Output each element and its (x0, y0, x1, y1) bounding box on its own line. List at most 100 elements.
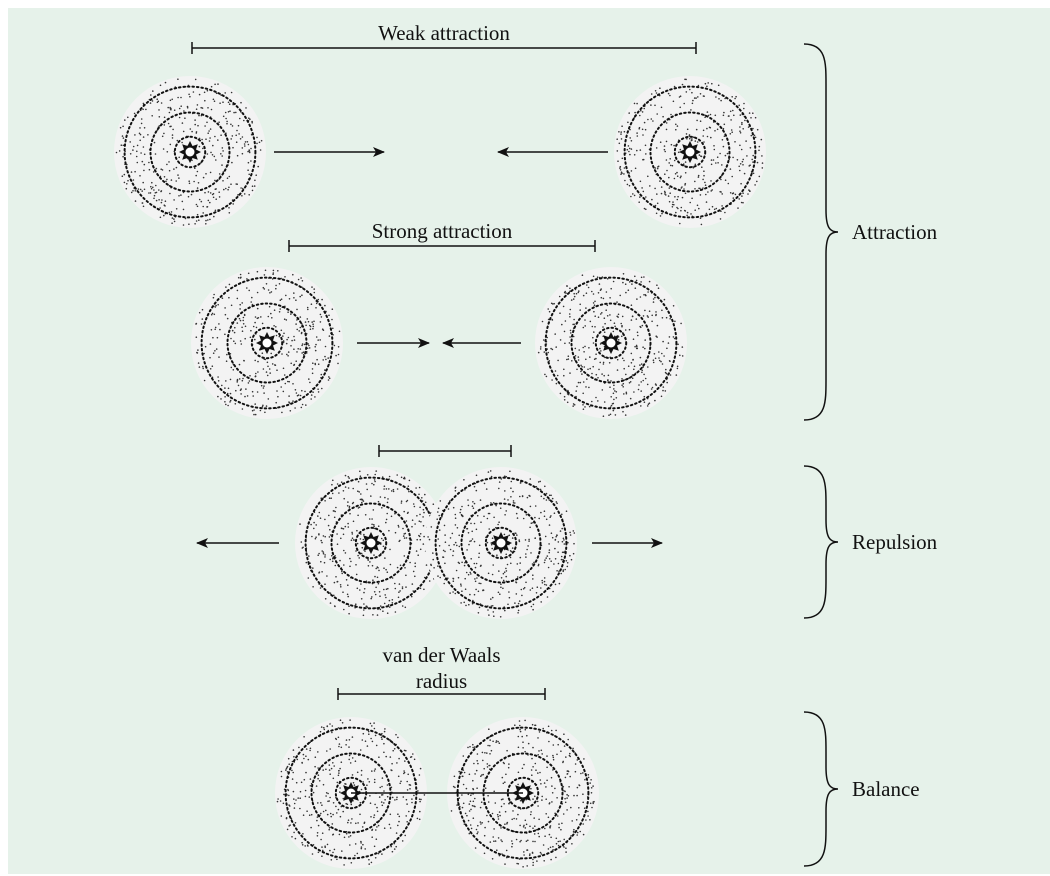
stipple-dot (217, 303, 219, 306)
stipple-dot (220, 398, 222, 400)
stipple-dot (188, 182, 191, 185)
stipple-dot (568, 786, 570, 788)
stipple-dot (519, 728, 521, 731)
stipple-dot (264, 358, 267, 361)
stipple-dot (656, 284, 658, 287)
stipple-dot (287, 355, 289, 357)
stipple-dot (293, 297, 295, 299)
stipple-dot (359, 475, 362, 478)
stipple-dot (568, 342, 571, 344)
stipple-dot (636, 149, 638, 152)
stipple-dot (196, 205, 199, 208)
stipple-dot (421, 497, 423, 499)
stipple-dot (303, 757, 305, 760)
stipple-dot (235, 134, 237, 137)
stipple-dot (646, 405, 649, 407)
stipple-dot (651, 314, 653, 317)
stipple-dot (551, 801, 553, 803)
stipple-dot (236, 183, 238, 185)
stipple-dot (645, 208, 647, 211)
stipple-dot (695, 97, 697, 99)
stipple-dot (241, 379, 244, 382)
stipple-dot (544, 373, 546, 376)
stipple-dot (633, 102, 636, 105)
stipple-dot (472, 800, 475, 803)
stipple-dot (555, 729, 557, 732)
stipple-dot (540, 346, 542, 348)
stipple-dot (402, 535, 405, 537)
stipple-dot (310, 303, 313, 306)
stipple-dot (566, 809, 568, 811)
stipple-dot (601, 389, 604, 391)
stipple-dot (394, 587, 397, 590)
stipple-dot (531, 851, 534, 854)
stipple-dot (548, 740, 550, 743)
stipple-dot (574, 763, 577, 765)
stipple-dot (413, 505, 416, 508)
stipple-dot (349, 762, 352, 764)
stipple-dot (221, 147, 224, 149)
stipple-dot (360, 840, 362, 843)
stipple-dot (510, 496, 512, 498)
stipple-dot (669, 318, 671, 320)
stipple-dot (490, 502, 492, 504)
stipple-dot (300, 406, 303, 409)
stipple-dot (310, 523, 312, 526)
stipple-dot (396, 762, 398, 764)
stipple-dot (498, 742, 501, 744)
stipple-dot (600, 288, 602, 290)
stipple-dot (582, 294, 585, 297)
stipple-dot (563, 539, 565, 541)
stipple-dot (414, 575, 416, 578)
stipple-dot (524, 819, 527, 822)
stipple-dot (587, 286, 590, 289)
stipple-dot (557, 359, 559, 362)
stipple-dot (648, 310, 651, 313)
stipple-dot (385, 518, 388, 521)
stipple-dot (249, 336, 252, 339)
stipple-dot (569, 554, 571, 557)
stipple-dot (590, 787, 593, 789)
stipple-dot (227, 111, 230, 113)
stipple-dot (175, 166, 178, 169)
stipple-dot (328, 764, 331, 766)
stipple-dot (411, 798, 413, 800)
stipple-dot (677, 343, 679, 346)
stipple-dot (180, 194, 182, 196)
stipple-dot (541, 320, 544, 323)
stipple-dot (746, 155, 748, 157)
stipple-dot (351, 533, 354, 535)
stipple-dot (617, 160, 619, 162)
stipple-dot (293, 807, 296, 809)
stipple-dot (517, 602, 520, 605)
stipple-dot (309, 328, 312, 331)
stipple-dot (668, 162, 670, 164)
stipple-dot (308, 347, 311, 349)
stipple-dot (679, 148, 682, 151)
stipple-dot (468, 810, 471, 812)
stipple-dot (674, 320, 676, 323)
stipple-dot (473, 522, 476, 525)
stipple-dot (551, 379, 553, 381)
stipple-dot (701, 166, 703, 168)
stipple-dot (371, 725, 373, 727)
stipple-dot (171, 137, 174, 139)
stipple-dot (669, 192, 671, 194)
stipple-dot (358, 491, 361, 493)
stipple-dot (197, 182, 200, 184)
stipple-dot (498, 570, 500, 572)
stipple-dot (740, 201, 743, 204)
stipple-dot (726, 152, 729, 155)
stipple-dot (543, 577, 546, 579)
stipple-dot (324, 583, 326, 585)
stipple-dot (604, 356, 606, 359)
stipple-dot (499, 814, 501, 817)
stipple-dot (224, 396, 226, 398)
stipple-dot (346, 505, 349, 507)
stipple-dot (294, 837, 297, 840)
stipple-dot (284, 276, 286, 278)
stipple-dot (449, 548, 452, 551)
stipple-dot (300, 277, 302, 279)
stipple-dot (739, 130, 741, 132)
stipple-dot (552, 754, 554, 757)
